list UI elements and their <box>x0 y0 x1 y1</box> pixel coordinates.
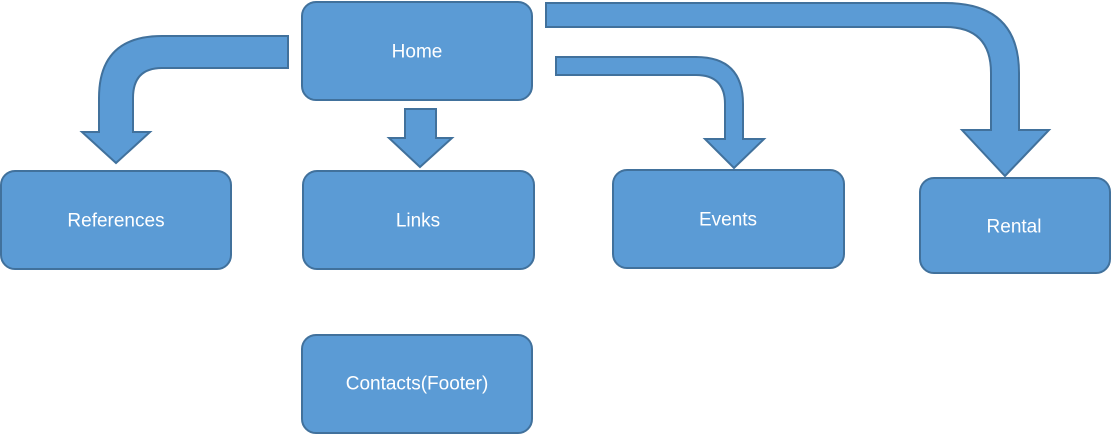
node-links-label: Links <box>396 211 440 232</box>
node-contacts-label: Contacts(Footer) <box>346 374 489 395</box>
arrow-home-to-events <box>555 56 767 170</box>
node-events: Events <box>612 169 845 269</box>
node-home: Home <box>301 1 533 101</box>
node-rental-label: Rental <box>987 217 1042 238</box>
node-references-label: References <box>67 211 164 232</box>
node-events-label: Events <box>699 210 757 231</box>
node-references: References <box>0 170 232 270</box>
arrow-home-to-links <box>386 108 455 169</box>
node-rental: Rental <box>919 177 1111 274</box>
arrow-home-to-references <box>79 35 289 165</box>
arrow-home-to-rental <box>545 2 1052 178</box>
node-links: Links <box>302 170 535 270</box>
node-home-label: Home <box>392 42 443 63</box>
node-contacts: Contacts(Footer) <box>301 334 533 434</box>
